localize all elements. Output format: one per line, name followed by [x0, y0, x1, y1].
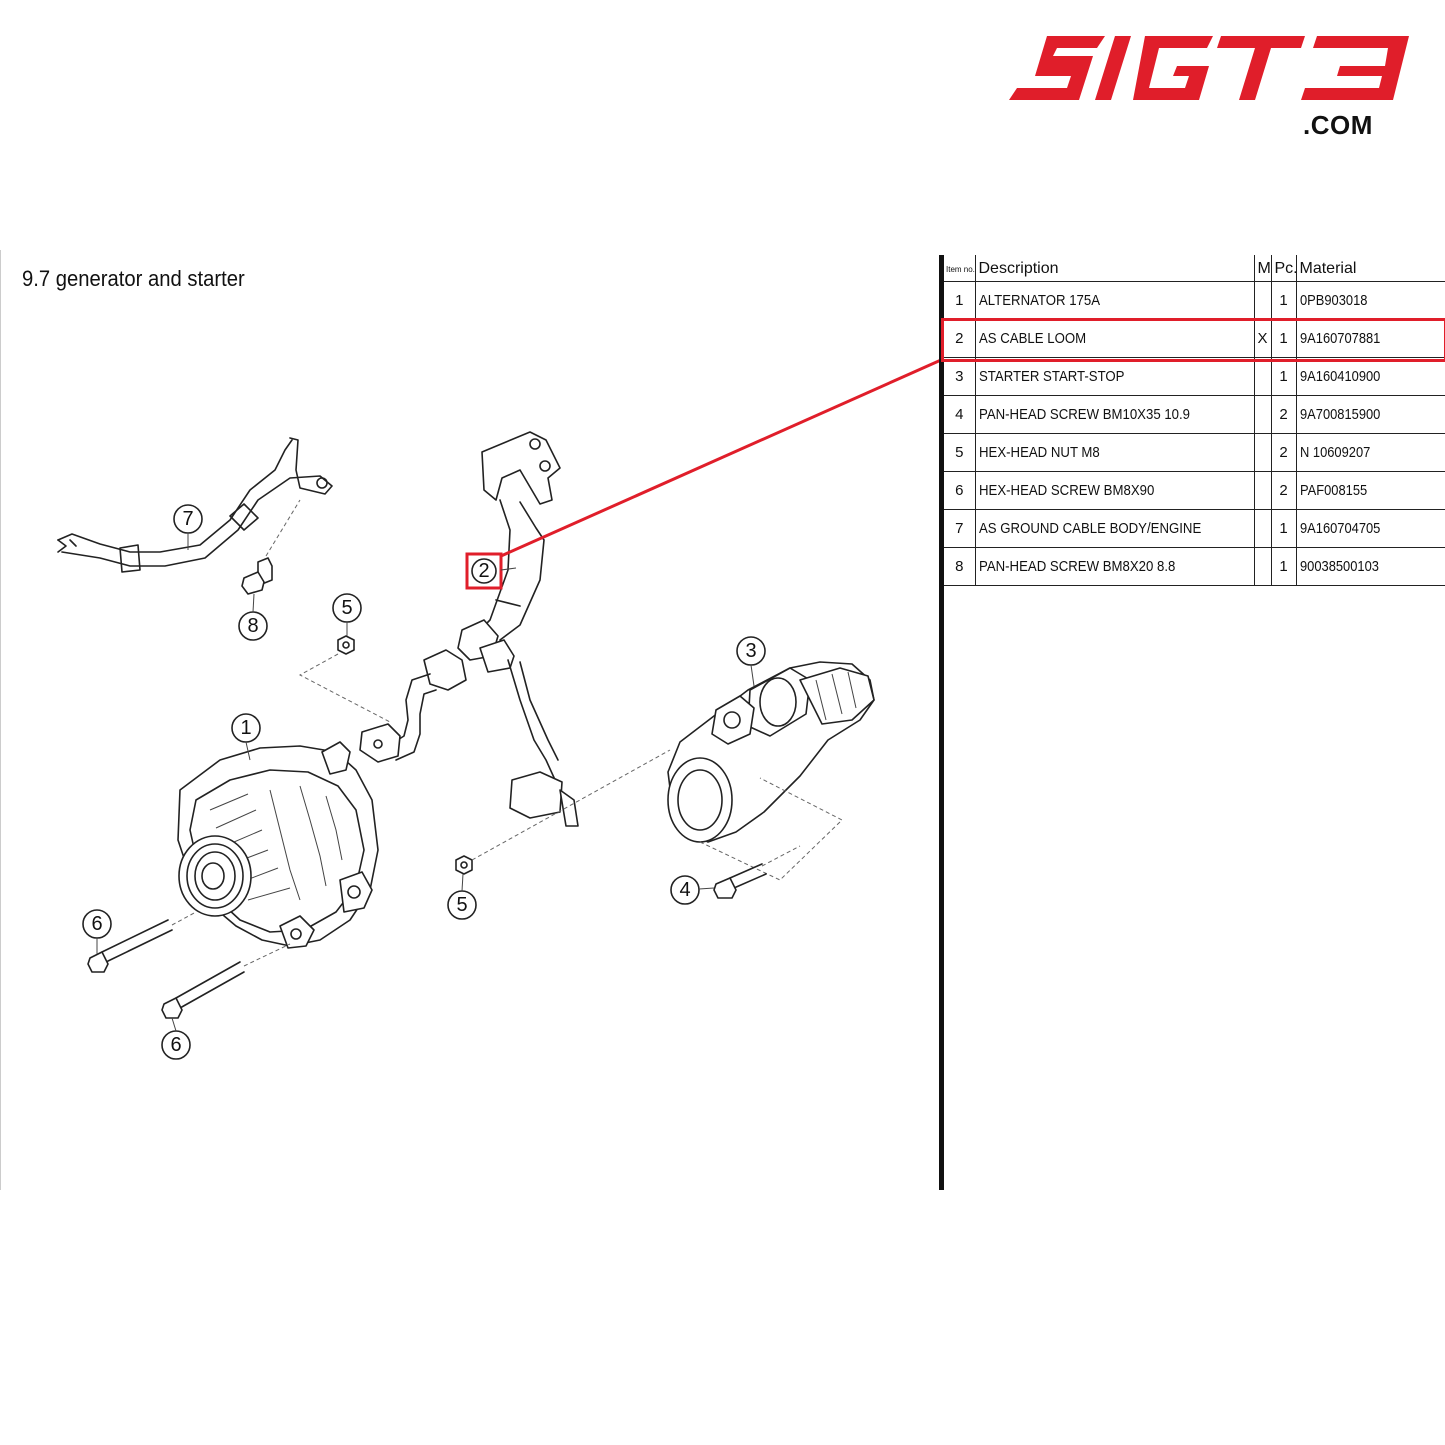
- table-row[interactable]: 5 HEX-HEAD NUT M8 2 N 10609207: [944, 433, 1445, 472]
- row-m: X: [1253, 319, 1271, 358]
- row-description: AS GROUND CABLE BODY/ENGINE: [974, 509, 1254, 548]
- table-row[interactable]: 8 PAN-HEAD SCREW BM8X20 8.8 1 9003850010…: [944, 547, 1445, 586]
- parts-table-header: Item no. Description M Pc. Material: [944, 255, 1445, 282]
- header-pc: Pc.: [1270, 255, 1296, 282]
- row-material: N 10609207: [1295, 433, 1445, 472]
- callout-6-lower[interactable]: 6: [161, 1030, 191, 1060]
- callout-1[interactable]: 1: [231, 713, 261, 743]
- row-material: 9A160704705: [1295, 509, 1445, 548]
- callout-3-label: 3: [745, 640, 756, 662]
- row-item-no: 5: [944, 433, 975, 472]
- cable-loom-part: [359, 431, 579, 827]
- row-pc: 2: [1270, 471, 1296, 510]
- callout-4[interactable]: 4: [670, 875, 700, 905]
- screw-8-part: [241, 499, 301, 595]
- row-pc: 1: [1270, 281, 1296, 320]
- header-material: Material: [1295, 255, 1445, 282]
- alternator-part: [177, 741, 379, 949]
- header-item-no: Item no.: [944, 255, 975, 282]
- nut-5-lower-part: [455, 749, 671, 875]
- row-description: PAN-HEAD SCREW BM10X35 10.9: [974, 395, 1254, 434]
- row-pc: 1: [1270, 547, 1296, 586]
- row-item-no: 8: [944, 547, 975, 586]
- table-row[interactable]: 1 ALTERNATOR 175A 1 0PB903018: [944, 281, 1445, 320]
- row-m: [1253, 433, 1271, 472]
- row-description: ALTERNATOR 175A: [974, 281, 1254, 320]
- callout-2[interactable]: 2: [465, 552, 503, 590]
- row-material: PAF008155: [1295, 471, 1445, 510]
- row-description: HEX-HEAD NUT M8: [974, 433, 1254, 472]
- callout-5-lower[interactable]: 5: [447, 890, 477, 920]
- callout-5-lower-label: 5: [456, 894, 467, 916]
- callout-5-upper-label: 5: [341, 597, 352, 619]
- parts-list-divider: [939, 255, 944, 1190]
- callout-3[interactable]: 3: [736, 636, 766, 666]
- diagram-border: [0, 250, 1, 1190]
- row-pc: 2: [1270, 433, 1296, 472]
- row-m: [1253, 547, 1271, 586]
- row-material: 9A160707881: [1295, 319, 1445, 358]
- table-row[interactable]: 7 AS GROUND CABLE BODY/ENGINE 1 9A160704…: [944, 509, 1445, 548]
- row-item-no: 1: [944, 281, 975, 320]
- callout-7[interactable]: 7: [173, 504, 203, 534]
- row-item-no: 3: [944, 357, 975, 396]
- row-item-no: 6: [944, 471, 975, 510]
- row-pc: 1: [1270, 319, 1296, 358]
- table-row[interactable]: 3 STARTER START-STOP 1 9A160410900: [944, 357, 1445, 396]
- row-m: [1253, 395, 1271, 434]
- section-title: 9.7 generator and starter: [22, 266, 245, 291]
- highlight-leader-line: [500, 358, 942, 558]
- row-pc: 1: [1270, 357, 1296, 396]
- callout-8[interactable]: 8: [238, 611, 268, 641]
- row-m: [1253, 357, 1271, 396]
- callout-6-lower-label: 6: [170, 1034, 181, 1056]
- ground-cable-part: [57, 437, 333, 573]
- row-material: 0PB903018: [1295, 281, 1445, 320]
- callout-4-label: 4: [679, 879, 690, 901]
- row-m: [1253, 509, 1271, 548]
- row-description: STARTER START-STOP: [974, 357, 1254, 396]
- callout-6-upper[interactable]: 6: [82, 909, 112, 939]
- row-pc: 1: [1270, 509, 1296, 548]
- callout-6-upper-label: 6: [91, 913, 102, 935]
- row-m: [1253, 471, 1271, 510]
- screw-6-lower-part: [161, 943, 291, 1019]
- header-m: M: [1253, 255, 1271, 282]
- row-material: 9A700815900: [1295, 395, 1445, 434]
- row-item-no: 7: [944, 509, 975, 548]
- callout-8-label: 8: [247, 615, 258, 637]
- nut-5-upper-part: [298, 635, 391, 723]
- screw-4-part: [713, 845, 801, 899]
- row-material: 90038500103: [1295, 547, 1445, 586]
- callout-1-label: 1: [240, 717, 251, 739]
- row-item-no: 4: [944, 395, 975, 434]
- row-pc: 2: [1270, 395, 1296, 434]
- row-description: HEX-HEAD SCREW BM8X90: [974, 471, 1254, 510]
- sigt3-logo: [1009, 36, 1409, 100]
- row-description: PAN-HEAD SCREW BM8X20 8.8: [974, 547, 1254, 586]
- table-row[interactable]: 2 AS CABLE LOOM X 1 9A160707881: [944, 319, 1445, 358]
- table-row[interactable]: 6 HEX-HEAD SCREW BM8X90 2 PAF008155: [944, 471, 1445, 510]
- callout-2-label: 2: [478, 560, 489, 582]
- table-row[interactable]: 4 PAN-HEAD SCREW BM10X35 10.9 2 9A700815…: [944, 395, 1445, 434]
- row-item-no: 2: [944, 319, 975, 358]
- logo-dotcom: .COM: [1303, 110, 1373, 140]
- starter-part: [667, 661, 875, 881]
- header-description: Description: [974, 255, 1254, 282]
- parts-table: Item no. Description M Pc. Material 1 AL…: [944, 255, 1445, 586]
- row-m: [1253, 281, 1271, 320]
- row-material: 9A160410900: [1295, 357, 1445, 396]
- callout-7-label: 7: [182, 508, 193, 530]
- callout-5-upper[interactable]: 5: [332, 593, 362, 623]
- row-description: AS CABLE LOOM: [974, 319, 1254, 358]
